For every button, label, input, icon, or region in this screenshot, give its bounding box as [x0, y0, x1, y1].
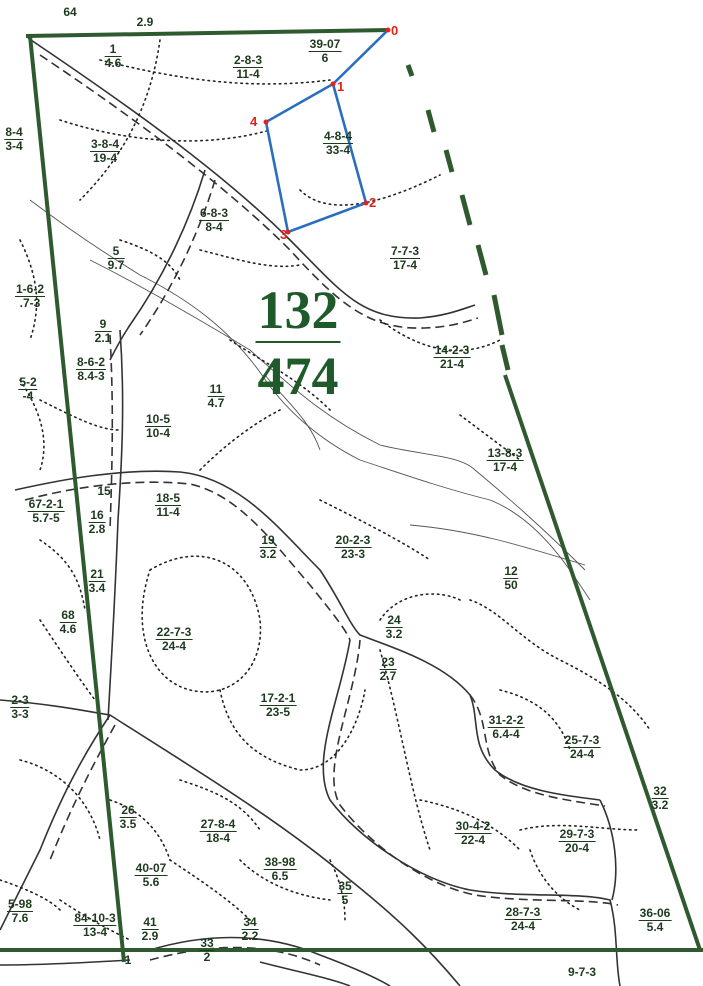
parcel-label: 9-7-3: [567, 965, 597, 979]
block-number-numerator: 132: [255, 283, 341, 343]
block-number: 132 474: [255, 283, 341, 406]
parcel-label: 64: [63, 5, 77, 19]
plot-outline: [264, 29, 389, 234]
parcel-label: 1-6-2.7-3: [14, 282, 46, 310]
parcel-label: 2.9: [136, 15, 154, 29]
block-number-denominator: 474: [257, 346, 339, 406]
parcel-label: 5-2-4: [18, 375, 38, 403]
plot-vertices: [263, 27, 391, 235]
plot-point-0: 0: [391, 23, 399, 38]
parcel-label: 1: [124, 953, 132, 967]
plot-point-2: 2: [369, 195, 377, 210]
block-boundary: [0, 28, 703, 963]
stream-lines: [29, 199, 591, 601]
plot-point-4: 4: [250, 114, 258, 129]
parcel-label: 15: [97, 484, 111, 498]
plot-point-1: 1: [337, 79, 345, 94]
plot-point-3: 3: [280, 227, 288, 242]
